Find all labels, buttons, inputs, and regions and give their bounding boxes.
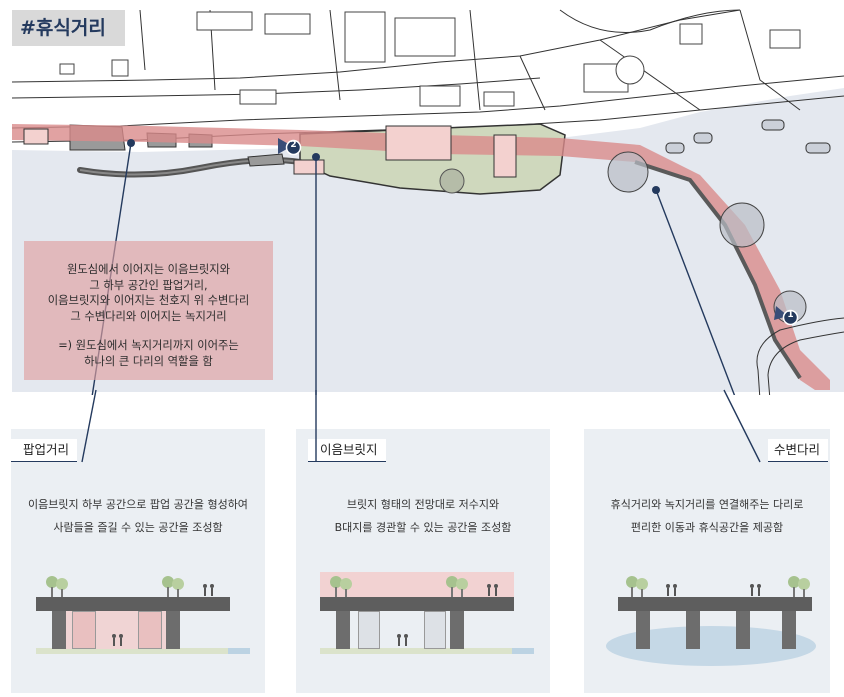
person-icon xyxy=(664,583,680,600)
person-icon xyxy=(110,633,126,650)
marker-icon xyxy=(285,139,302,156)
bridge-pillar xyxy=(686,611,700,649)
direction-arrow-2 xyxy=(278,138,292,154)
street-lines xyxy=(11,9,844,143)
description-line: 이음브릿지와 이어지는 천호지 위 수변다리 xyxy=(47,294,250,307)
summary-line: 하나의 큰 다리의 역할을 함 xyxy=(84,354,213,368)
viewpoint-circles xyxy=(607,151,807,324)
bridge-pillar xyxy=(166,611,180,649)
glass-panel xyxy=(358,611,380,649)
tree-icon xyxy=(786,574,814,601)
tree-icon xyxy=(328,574,356,601)
panel-text-popup-street: 이음브릿지 하부 공간으로 팝업 공간을 형성하여 사람들을 즐길 수 있는 공… xyxy=(11,493,265,539)
marker-1[interactable]: 1 xyxy=(778,305,803,330)
page-title: #휴식거리 xyxy=(12,10,125,46)
bridge-pillar xyxy=(782,611,796,649)
panel-text-line: 사람들을 즐길 수 있는 공간을 조성함 xyxy=(53,521,223,534)
panel-text-line: 휴식거리와 녹지거리를 연결해주는 다리로 xyxy=(610,498,804,511)
description-box: 원도심에서 이어지는 이음브릿지와 그 하부 공간인 팝업거리, 이음브릿지와 … xyxy=(24,241,273,380)
person-icon xyxy=(748,583,764,600)
summary-line: =) 원도심에서 녹지거리까지 이어주는 xyxy=(58,339,239,352)
glass-panel xyxy=(424,611,446,649)
tree-icon xyxy=(44,574,72,601)
marker-2[interactable]: 2 xyxy=(281,135,306,160)
panel-title-ieum-bridge: 이음브릿지 xyxy=(308,439,386,462)
popup-booth xyxy=(72,611,96,649)
bridge-deck xyxy=(320,597,514,611)
panel-title-waterside-bridge: 수변다리 xyxy=(768,439,829,462)
description-line: 그 수변다리와 이어지는 녹지거리 xyxy=(70,309,227,323)
panel-text-line: B대지를 경관할 수 있는 공간을 조성함 xyxy=(334,521,512,534)
panel-text-line: 브릿지 형태의 전망대로 저수지와 xyxy=(346,498,500,511)
bridge-pillar xyxy=(52,611,66,649)
bridge-pillar xyxy=(450,611,464,649)
panel-text-ieum-bridge: 브릿지 형태의 전망대로 저수지와 B대지를 경관할 수 있는 공간을 조성함 xyxy=(296,493,550,539)
ground-strip xyxy=(36,648,250,654)
person-icon xyxy=(485,583,501,600)
rooftop-boxes xyxy=(23,125,517,178)
person-icon xyxy=(201,583,217,600)
bridge-pillar xyxy=(636,611,650,649)
observation-deck-zone xyxy=(320,572,514,597)
person-icon xyxy=(395,633,411,650)
water-islands xyxy=(665,119,831,154)
ground-strip xyxy=(320,648,534,654)
description-line: 원도심에서 이어지는 이음브릿지와 xyxy=(66,263,231,276)
marker-icon xyxy=(782,309,799,326)
bridge-pillar xyxy=(736,611,750,649)
tree-icon xyxy=(160,574,188,601)
panel-text-waterside-bridge: 휴식거리와 녹지거리를 연결해주는 다리로 편리한 이동과 휴식공간을 제공함 xyxy=(584,493,830,539)
bridge-deck xyxy=(618,597,812,611)
bridge-deck xyxy=(36,597,230,611)
panel-text-line: 이음브릿지 하부 공간으로 팝업 공간을 형성하여 xyxy=(28,498,248,511)
bridge-pillar xyxy=(336,611,350,649)
panel-text-line: 편리한 이동과 휴식공간을 제공함 xyxy=(630,521,784,534)
marker-2-label: 2 xyxy=(290,140,297,150)
water-strip xyxy=(228,648,250,654)
tree-icon xyxy=(444,574,472,601)
tree-icon xyxy=(624,574,652,601)
marker-1-label: 1 xyxy=(787,310,794,320)
description-line: 그 하부 공간인 팝업거리, xyxy=(89,278,208,292)
popup-booth xyxy=(138,611,162,649)
building-outlines xyxy=(59,11,801,107)
water-strip xyxy=(512,648,534,654)
panel-title-popup-street: 팝업거리 xyxy=(11,439,78,462)
